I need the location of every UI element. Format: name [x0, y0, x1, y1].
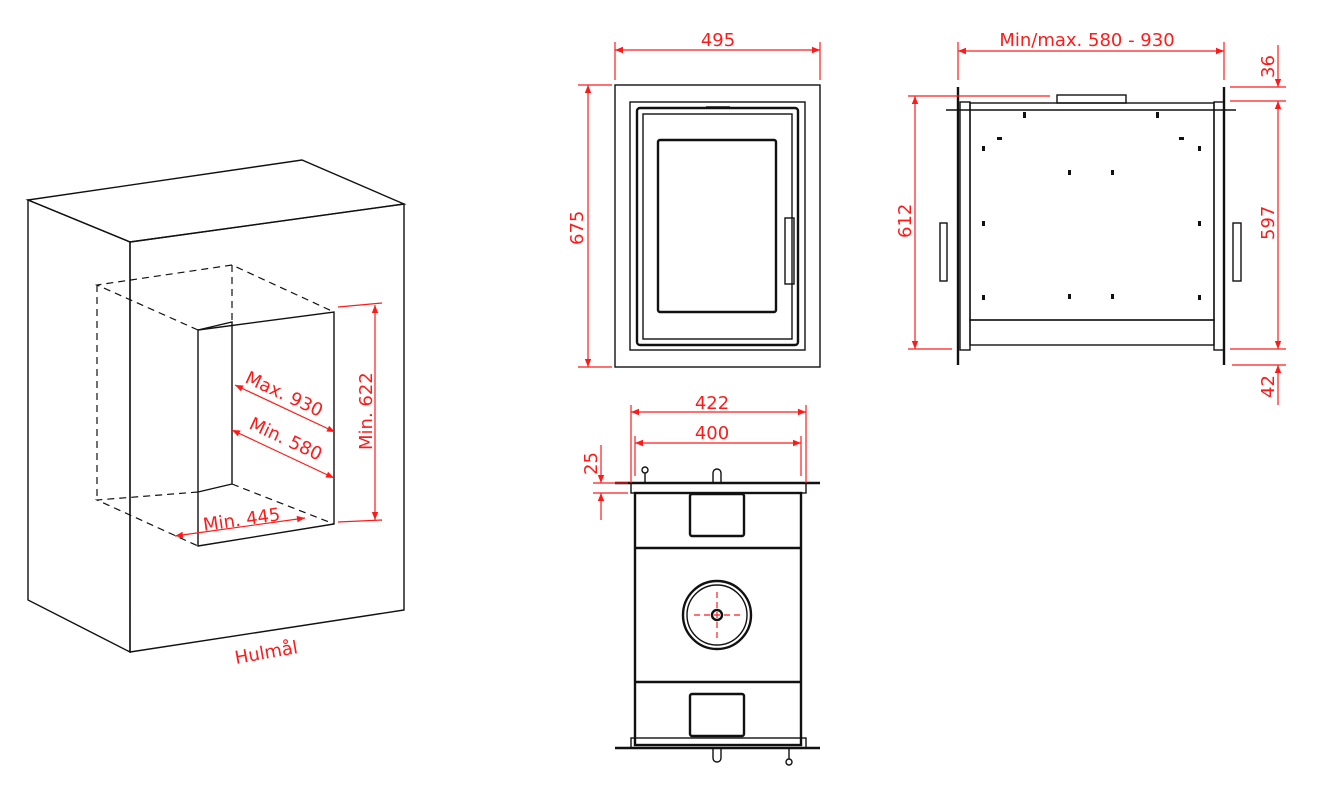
dimension-min-622: Min. 622 — [337, 302, 383, 523]
min-width-label: Min. 445 — [202, 504, 282, 536]
bottom-offset-label: 42 — [1258, 375, 1279, 398]
front-frame — [614, 84, 821, 368]
dimension-612: 612 — [895, 95, 1050, 350]
door-glass — [656, 138, 778, 314]
front-width-label: 495 — [701, 30, 735, 51]
depth-range-label: Min/max. 580 - 930 — [999, 30, 1174, 51]
dimension-25: 25 — [581, 445, 628, 520]
hulmal-caption: Hulmål — [233, 637, 299, 669]
niche-inner-wall — [197, 321, 233, 493]
door — [635, 106, 800, 347]
min-height-label: Min. 622 — [356, 372, 377, 450]
isometric-niche-view: Min. 622 Max. 930 Min. 580 Min. 445 Hulm… — [25, 159, 407, 669]
flue-outlet — [681, 579, 753, 651]
total-height-label: 612 — [895, 204, 916, 238]
outer-width-label: 422 — [695, 393, 729, 414]
right-bracket — [1232, 222, 1242, 282]
front-height-label: 675 — [567, 211, 588, 245]
flange-label: 25 — [581, 452, 602, 475]
air-inlet-bottom — [688, 692, 746, 738]
body-height-label: 597 — [1258, 206, 1279, 240]
door-handle — [784, 217, 795, 285]
dimension-min-580: Min. 580 — [231, 413, 335, 479]
wall-side-face — [27, 198, 131, 654]
top-offset-label: 36 — [1258, 55, 1279, 78]
dimension-400: 400 — [634, 423, 802, 476]
dimension-422: 422 — [630, 393, 807, 483]
dimension-580-930: Min/max. 580 - 930 — [957, 30, 1225, 80]
dimension-495: 495 — [614, 30, 821, 80]
front-view: 495 675 — [567, 30, 821, 368]
niche-dashed-volume — [94, 264, 335, 547]
inner-width-label: 400 — [695, 423, 729, 444]
side-view: Min/max. 580 - 930 612 597 36 42 — [895, 30, 1286, 405]
top-flue-collar — [1056, 94, 1127, 104]
left-bracket — [939, 222, 948, 282]
dimension-675: 675 — [567, 84, 612, 368]
dimension-597: 597 36 42 — [1230, 45, 1286, 405]
top-view: 422 400 25 — [581, 393, 820, 766]
air-inlet-top — [688, 492, 746, 538]
stove-body — [969, 102, 1215, 321]
